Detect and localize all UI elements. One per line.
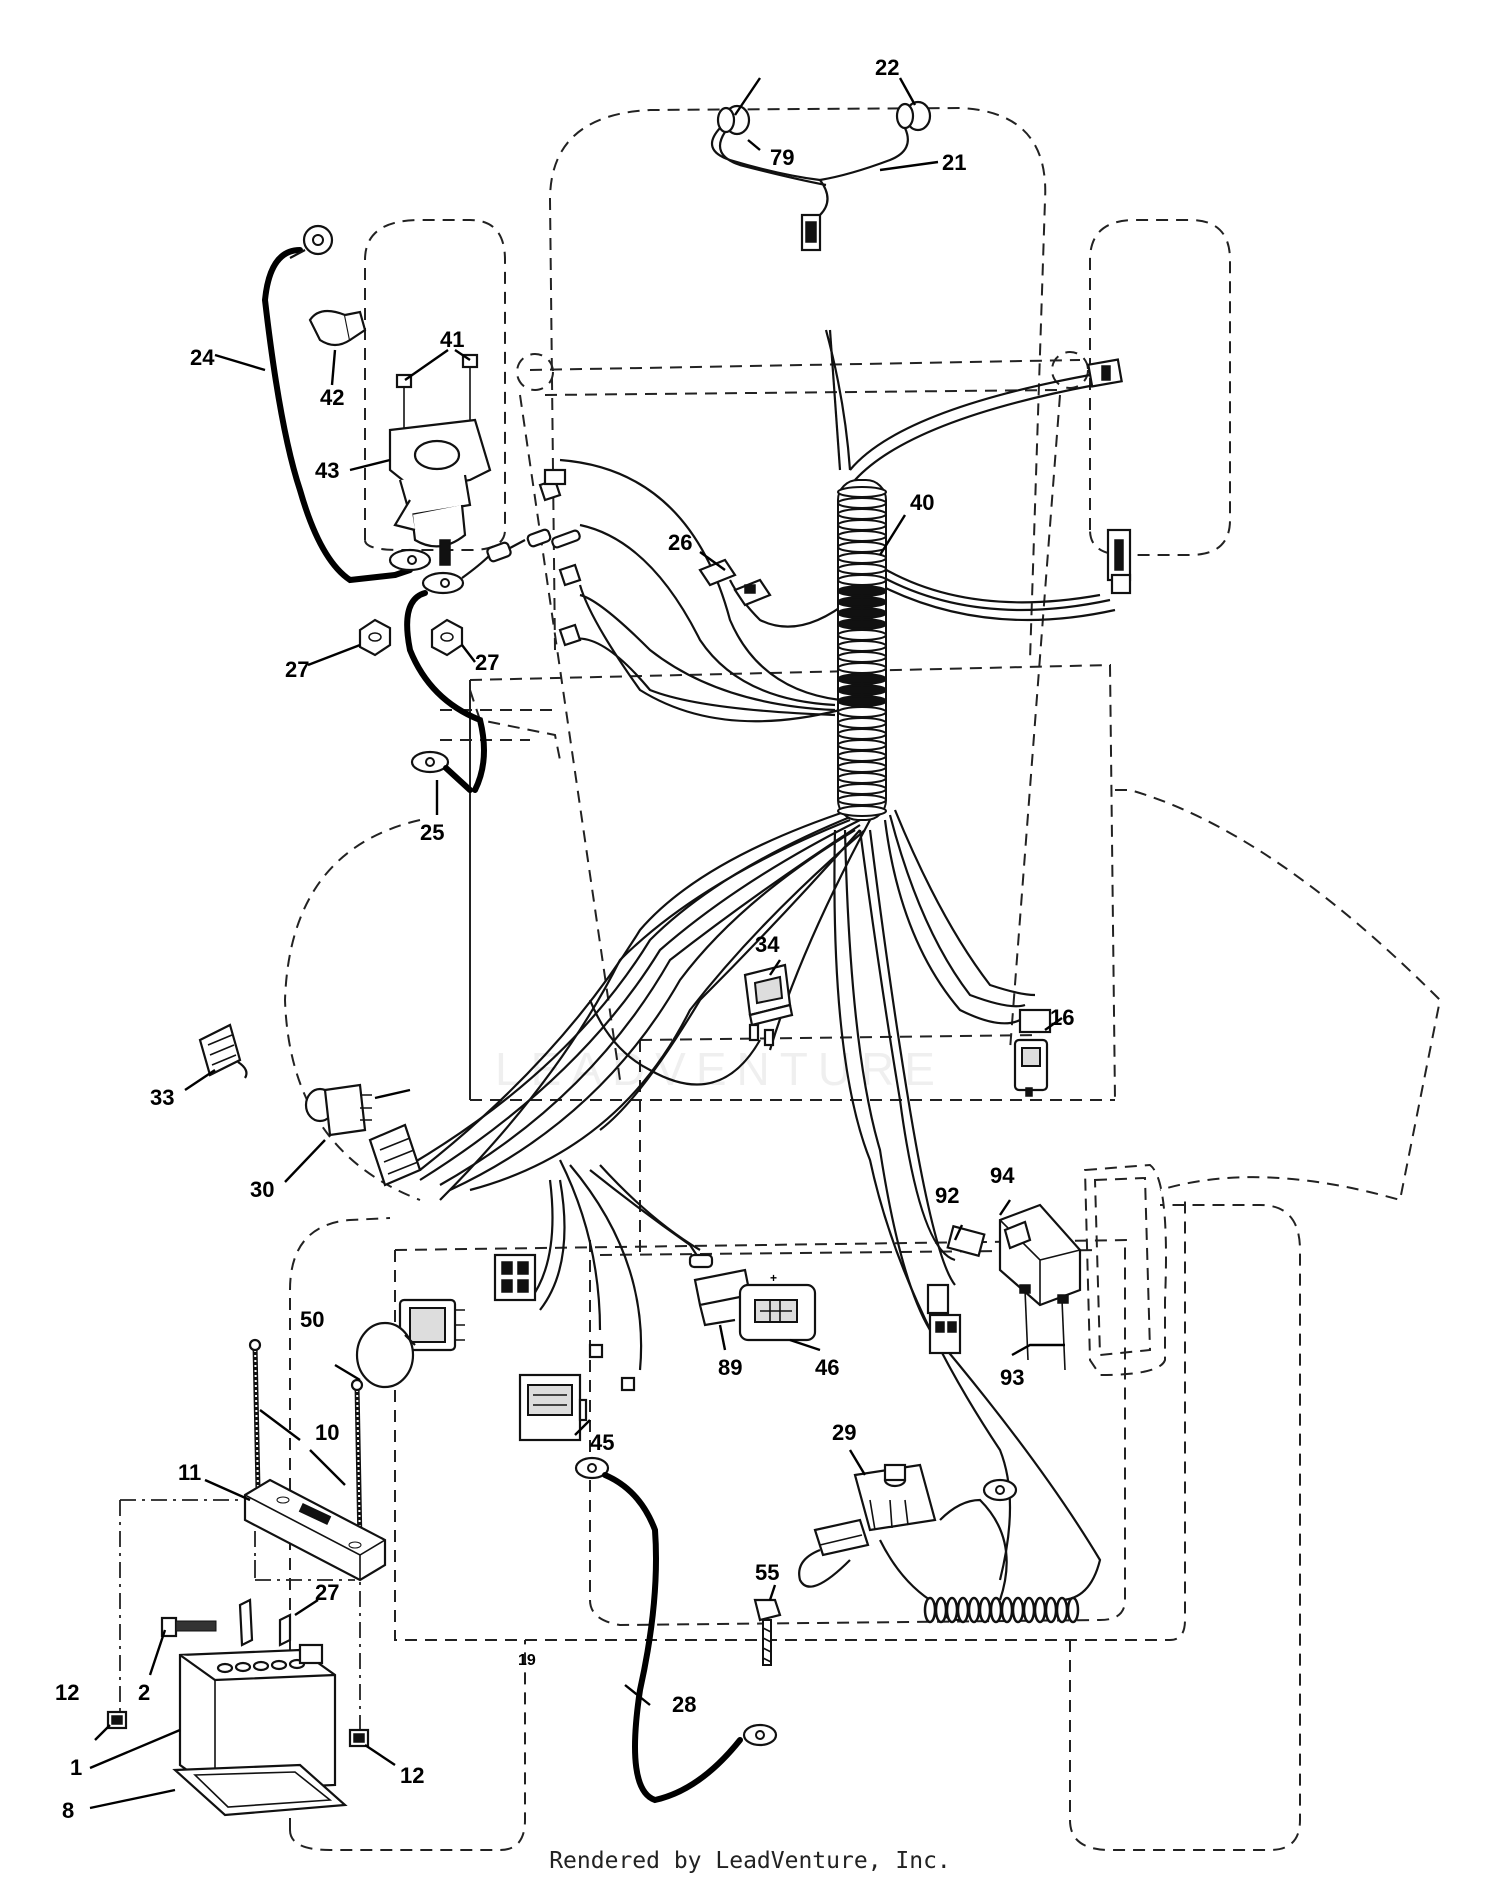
callout-27-bottom: 27	[315, 1580, 339, 1605]
callout-27-left: 27	[285, 657, 309, 682]
right-connectors	[1087, 358, 1132, 595]
callout-50: 50	[300, 1307, 324, 1332]
hold-down-bracket	[243, 1478, 387, 1582]
callout-94: 94	[990, 1163, 1015, 1188]
tractor-outline	[283, 106, 1442, 1851]
pto-knob	[355, 1298, 465, 1389]
callout-1: 1	[70, 1755, 82, 1780]
callout-11: 11	[178, 1460, 201, 1485]
callout-22: 22	[875, 55, 899, 80]
connector-26	[698, 558, 772, 607]
callout-24: 24	[190, 345, 215, 370]
hex-nuts	[358, 618, 464, 657]
hold-down-rods	[248, 1338, 364, 1546]
svg-text:+: +	[770, 1271, 777, 1285]
callout-40: 40	[910, 490, 934, 515]
callout-34: 34	[755, 932, 780, 957]
callout-12-left: 12	[55, 1680, 79, 1705]
switch-16	[1013, 1008, 1052, 1097]
leader-lines	[89, 77, 1065, 1810]
callout-43: 43	[315, 458, 339, 483]
callout-93: 93	[1000, 1365, 1024, 1390]
callout-labels: 22 79 21 24 41 42 43 40 26 27 27 25 34 1…	[55, 55, 1074, 1823]
battery-mount-lines	[119, 1499, 361, 1740]
callout-8: 8	[62, 1798, 74, 1823]
cable-25	[410, 750, 473, 793]
connector-92	[926, 1224, 986, 1355]
seat-switch	[998, 1203, 1082, 1371]
watermark: LEADVENTURE	[495, 1043, 945, 1095]
callout-79: 79	[770, 145, 794, 170]
callout-45: 45	[590, 1430, 614, 1455]
battery-tray	[172, 1763, 348, 1817]
wiring-harness	[409, 329, 1116, 1602]
hour-meter-45	[518, 1343, 636, 1442]
harness-sleeve	[837, 479, 887, 821]
switch-34	[743, 963, 794, 1047]
bolt-55	[753, 1598, 782, 1666]
callout-27-right: 27	[475, 650, 499, 675]
ignition-key	[198, 1023, 248, 1079]
callout-55: 55	[755, 1560, 779, 1585]
callout-26: 26	[668, 530, 692, 555]
callout-42: 42	[320, 385, 344, 410]
callout-92: 92	[935, 1183, 959, 1208]
fuel-gauge-assembly: +	[688, 1253, 817, 1342]
cable-28	[574, 1456, 778, 1804]
callout-21: 21	[942, 150, 966, 175]
switch-29	[798, 1463, 1080, 1624]
callout-28: 28	[672, 1692, 696, 1717]
ignition-switch	[304, 1083, 422, 1187]
cable-24	[261, 224, 398, 584]
footer-credit: Rendered by LeadVenture, Inc.	[549, 1848, 951, 1874]
callout-25: 25	[420, 820, 444, 845]
callout-16: 16	[1050, 1005, 1074, 1030]
callout-46: 46	[815, 1355, 839, 1380]
callout-10: 10	[315, 1420, 339, 1445]
callout-30: 30	[250, 1177, 274, 1202]
callout-19: 19	[518, 1652, 536, 1669]
battery-clips	[106, 1710, 370, 1748]
callout-12-right: 12	[400, 1763, 424, 1788]
callout-33: 33	[150, 1085, 174, 1110]
battery-terminal-hardware	[160, 1598, 292, 1647]
callout-41: 41	[440, 327, 464, 352]
terminal-boot	[308, 309, 367, 347]
harness-terminals	[538, 468, 582, 647]
callout-29: 29	[832, 1420, 856, 1445]
solenoid-cables	[388, 528, 552, 793]
connector-block	[493, 1253, 537, 1302]
starter-solenoid	[388, 418, 492, 566]
headlight-assembly	[710, 100, 932, 252]
callout-2: 2	[138, 1680, 150, 1705]
callout-89: 89	[718, 1355, 742, 1380]
battery	[178, 1643, 337, 1792]
